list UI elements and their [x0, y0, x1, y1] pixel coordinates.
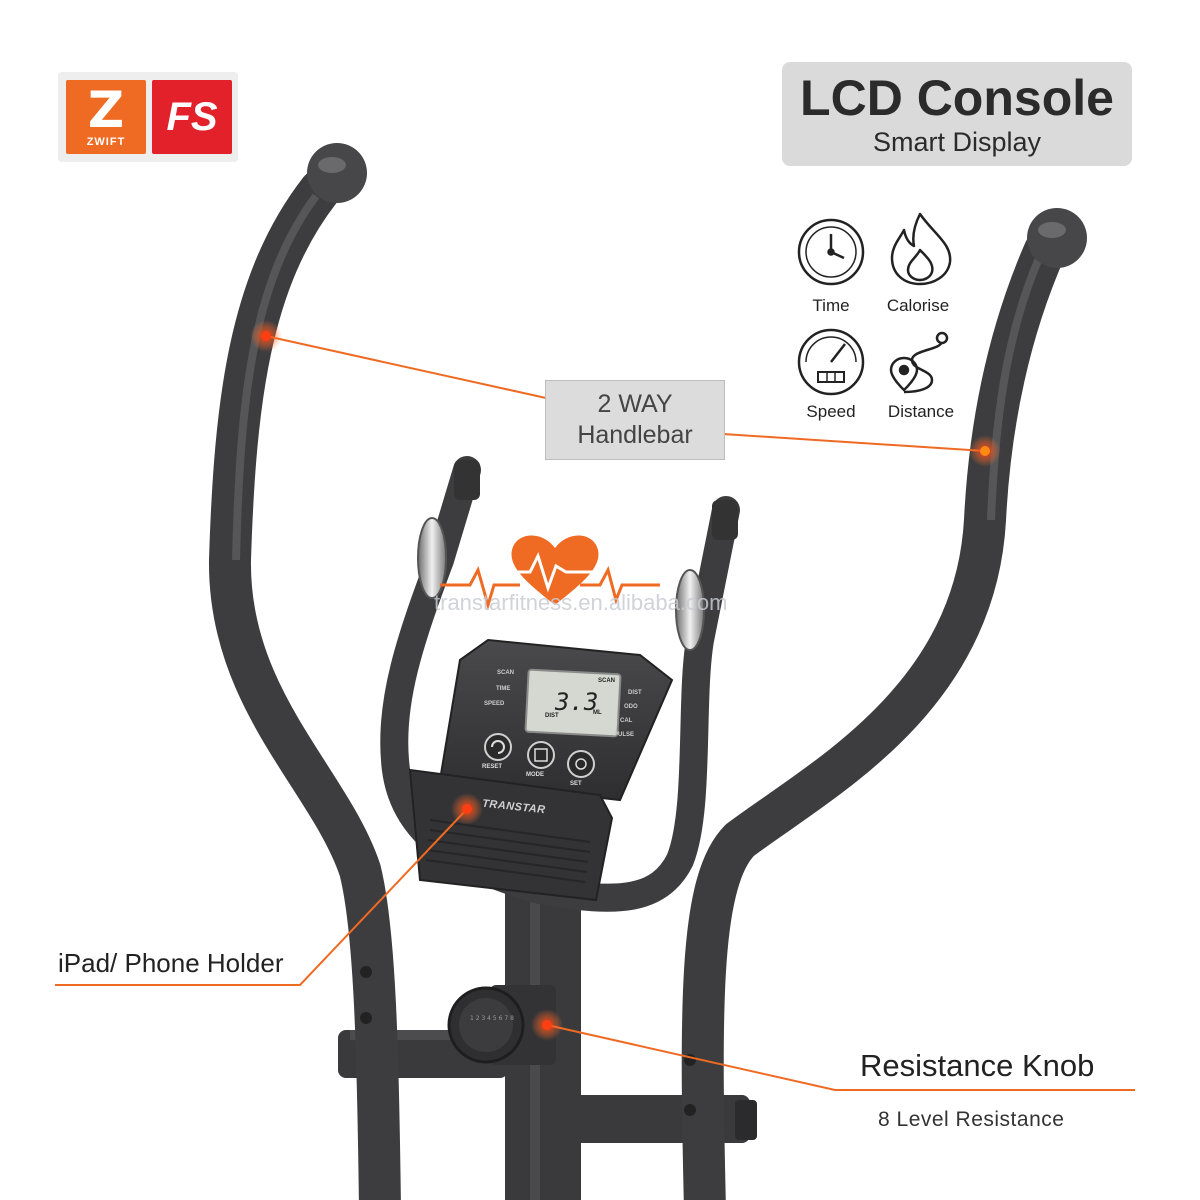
- console-button-mode-label: MODE: [526, 772, 544, 778]
- console-label-cal: CAL: [620, 718, 633, 724]
- feature-label-speed: Speed: [806, 402, 856, 421]
- feature-label-distance: Distance: [887, 402, 955, 421]
- console-readout-label: DIST: [545, 713, 559, 719]
- resistance-callout-subtitle: 8 Level Resistance: [878, 1108, 1065, 1131]
- zwift-logo-letter: Z: [87, 81, 125, 139]
- route-icon: [889, 331, 949, 394]
- console-button-reset-label: RESET: [482, 764, 503, 770]
- left-handlebar: [208, 143, 401, 1200]
- lcd-callout-title: LCD Console: [800, 70, 1114, 126]
- console-button-set-label: SET: [570, 781, 582, 787]
- watermark: transtarfitness.en.alibaba.com: [434, 590, 728, 615]
- fs-logo: FS: [152, 80, 232, 154]
- console-scan-tag: SCAN: [598, 678, 616, 684]
- console-label-odo: ODO: [624, 704, 638, 710]
- flame-icon: [890, 212, 952, 286]
- lcd-console-callout: LCD Console Smart Display: [782, 62, 1132, 166]
- handlebar-callout-line2: Handlebar: [577, 421, 693, 449]
- console-label-pulse: PULSE: [614, 732, 635, 738]
- callout-markers: [250, 320, 1001, 1041]
- feature-label-calories: Calorise: [886, 296, 950, 315]
- zwift-logo: Z ZWIFT: [66, 80, 146, 154]
- lcd-console-unit: [408, 638, 674, 902]
- console-label-time: TIME: [496, 686, 511, 692]
- resistance-knob: 1 2 3 4 5 6 7 8: [447, 985, 556, 1065]
- console-label-scan: SCAN: [497, 670, 515, 676]
- right-handlebar: [681, 208, 1087, 1200]
- phone-holder-callout: iPad/ Phone Holder: [58, 948, 284, 978]
- console-readout: 3.3: [555, 688, 599, 716]
- feature-label-time: Time: [812, 296, 850, 315]
- lcd-callout-subtitle: Smart Display: [872, 127, 1042, 157]
- zwift-logo-text: ZWIFT: [86, 136, 126, 148]
- console-readout-unit: ML: [593, 710, 602, 716]
- clock-icon: [797, 218, 865, 286]
- callout-lines: [55, 335, 1135, 1091]
- handlebar-callout: 2 WAY Handlebar: [545, 380, 725, 460]
- speedometer-icon: [797, 328, 865, 396]
- svg-text:1 2 3 4 5 6 7 8: 1 2 3 4 5 6 7 8: [470, 1015, 514, 1022]
- handlebar-callout-line1: 2 WAY: [597, 390, 673, 418]
- console-label-speed: SPEED: [484, 701, 505, 707]
- console-label-dist: DIST: [628, 690, 642, 696]
- resistance-callout-title: Resistance Knob: [860, 1048, 1095, 1083]
- heart-pulse-graphic: [440, 535, 660, 611]
